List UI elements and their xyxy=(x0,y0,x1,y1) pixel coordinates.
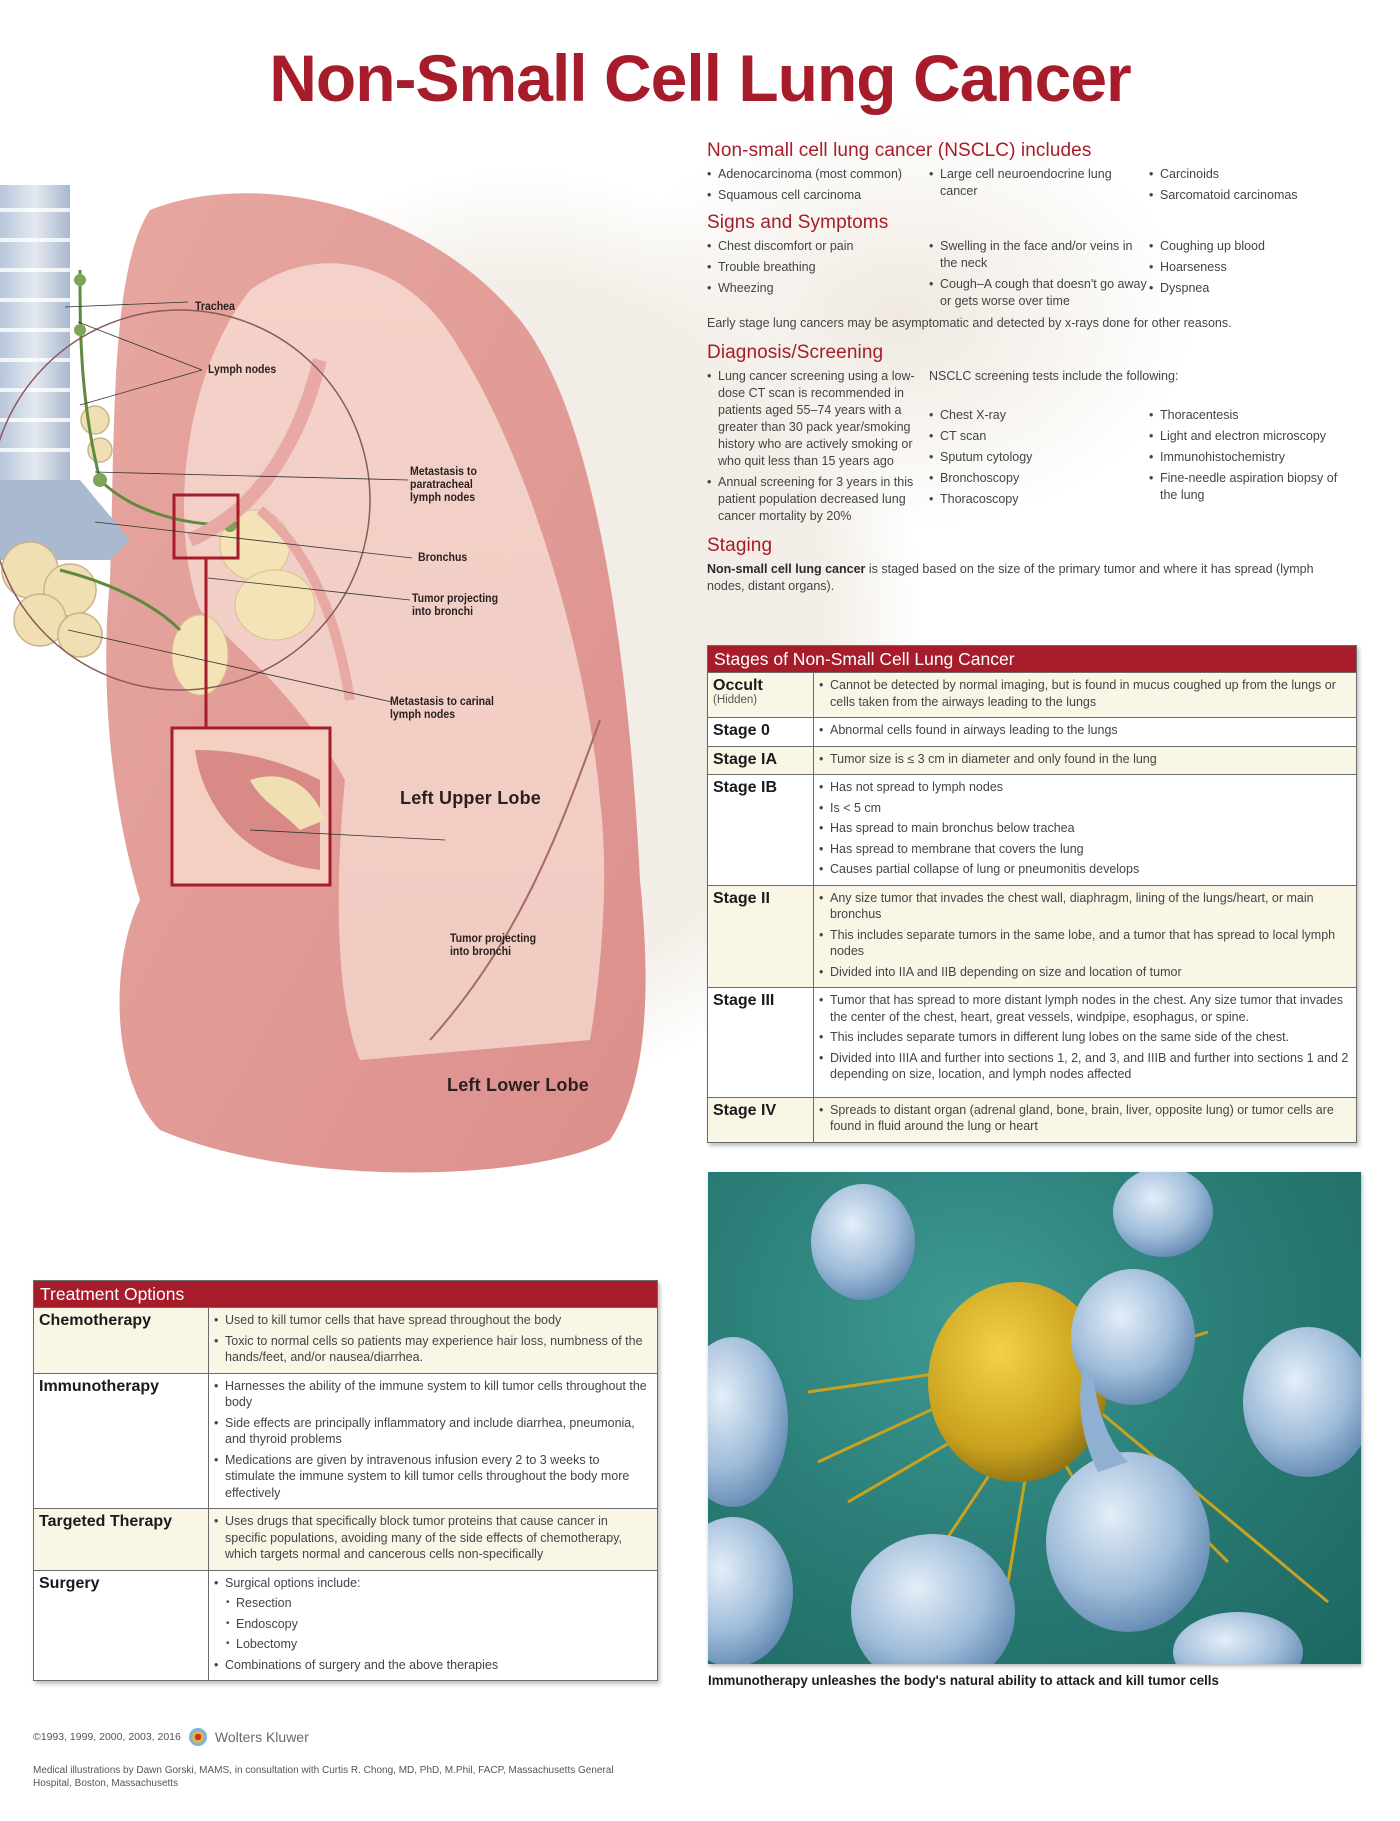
stage-label: Occult(Hidden) xyxy=(708,673,814,717)
table-row: Occult(Hidden) Cannot be detected by nor… xyxy=(708,673,1356,718)
immunotherapy-photo xyxy=(708,1172,1361,1664)
list-item: Chest discomfort or pain xyxy=(707,238,929,255)
table-header: Treatment Options xyxy=(34,1281,657,1308)
table-row: Stage IV Spreads to distant organ (adren… xyxy=(708,1097,1356,1142)
stage-description: Has not spread to lymph nodes Is < 5 cm … xyxy=(814,775,1356,885)
lung-illustration: Trachea Lymph nodes Metastasis to paratr… xyxy=(0,180,680,1220)
nsclc-includes-section: Non-small cell lung cancer (NSCLC) inclu… xyxy=(707,140,1347,208)
label-tumor-projecting-inset: Tumor projecting into bronchi xyxy=(450,931,537,958)
treatment-description: Used to kill tumor cells that have sprea… xyxy=(209,1308,657,1373)
stage-description: Any size tumor that invades the chest wa… xyxy=(814,886,1356,988)
label-trachea: Trachea xyxy=(195,299,235,313)
diagnosis-content: Lung cancer screening using a low-dose C… xyxy=(707,368,1347,529)
list-item: Large cell neuroendocrine lung cancer xyxy=(929,166,1149,200)
wolters-kluwer-logo-icon xyxy=(188,1728,207,1746)
staging-description: Non-small cell lung cancer is staged bas… xyxy=(707,562,1314,593)
list-item: Fine-needle aspiration biopsy of the lun… xyxy=(1149,470,1349,504)
illustration-credits: Medical illustrations by Dawn Gorski, MA… xyxy=(33,1765,614,1789)
stage-description: Cannot be detected by normal imaging, bu… xyxy=(814,673,1356,717)
list-item: Adenocarcinoma (most common) xyxy=(707,166,929,183)
stage-description: Tumor size is ≤ 3 cm in diameter and onl… xyxy=(814,747,1356,775)
list-item: Sarcomatoid carcinomas xyxy=(1149,187,1349,204)
treatment-name: Targeted Therapy xyxy=(34,1509,209,1570)
treatment-description: Harnesses the ability of the immune syst… xyxy=(209,1374,657,1509)
list-item: Sputum cytology xyxy=(929,449,1149,466)
list-item: Squamous cell carcinoma xyxy=(707,187,929,204)
table-row: Stage 0 Abnormal cells found in airways … xyxy=(708,718,1356,747)
list-item: Dyspnea xyxy=(1149,280,1349,297)
list-item: Chest X-ray xyxy=(929,407,1149,424)
list-item: Carcinoids xyxy=(1149,166,1349,183)
list-item: Coughing up blood xyxy=(1149,238,1349,255)
table-row: Stage IB Has not spread to lymph nodes I… xyxy=(708,775,1356,886)
copyright-line: ©1993, 1999, 2000, 2003, 2016 Wolters Kl… xyxy=(33,1728,309,1746)
photo-caption: Immunotherapy unleashes the body's natur… xyxy=(708,1672,1219,1688)
list-item: Hoarseness xyxy=(1149,259,1349,276)
stage-label: Stage IB xyxy=(708,775,814,885)
table-header: Stages of Non-Small Cell Lung Cancer xyxy=(708,646,1356,673)
stage-label: Stage IV xyxy=(708,1097,814,1142)
section-heading: Signs and Symptoms xyxy=(707,212,889,233)
list-item: Lung cancer screening using a low-dose C… xyxy=(707,368,915,470)
screening-tests-intro: NSCLC screening tests include the follow… xyxy=(929,369,1179,383)
lung-anatomy-graphic xyxy=(0,185,646,1173)
stage-label: Stage 0 xyxy=(708,718,814,746)
publisher-name: Wolters Kluwer xyxy=(214,1729,309,1745)
nsclc-types-list: Adenocarcinoma (most common) Squamous ce… xyxy=(707,166,1347,208)
treatment-description: Uses drugs that specifically block tumor… xyxy=(209,1509,657,1570)
stage-label: Stage III xyxy=(708,988,814,1097)
stage-label: Stage IA xyxy=(708,746,814,774)
staging-bold-term: Non-small cell lung cancer xyxy=(707,562,866,576)
list-item: Wheezing xyxy=(707,280,929,297)
table-row: Immunotherapy Harnesses the ability of t… xyxy=(34,1373,657,1509)
table-row: Stage IA Tumor size is ≤ 3 cm in diamete… xyxy=(708,746,1356,775)
table-row: Stage III Tumor that has spread to more … xyxy=(708,988,1356,1098)
immune-cells-graphic xyxy=(708,1172,1361,1664)
list-item: Annual screening for 3 years in this pat… xyxy=(707,474,915,525)
label-left-lower-lobe: Left Lower Lobe xyxy=(447,1075,589,1095)
table-row: Surgery Surgical options include: Resect… xyxy=(34,1570,657,1681)
section-heading: Staging xyxy=(707,535,773,556)
stages-table: Stages of Non-Small Cell Lung Cancer Occ… xyxy=(707,645,1357,1143)
signs-symptoms-section: Signs and Symptoms Chest discomfort or p… xyxy=(707,212,1347,330)
table-row: Stage II Any size tumor that invades the… xyxy=(708,885,1356,988)
info-column: Non-small cell lung cancer (NSCLC) inclu… xyxy=(707,140,1347,595)
section-heading: Non-small cell lung cancer (NSCLC) inclu… xyxy=(707,140,1092,161)
treatment-description: Surgical options include: Resection Endo… xyxy=(209,1571,657,1681)
label-metastasis-carinal: Metastasis to carinal lymph nodes xyxy=(390,694,494,721)
label-bronchus: Bronchus xyxy=(418,550,468,564)
list-item: Swelling in the face and/or veins in the… xyxy=(929,238,1149,272)
staging-section: Staging Non-small cell lung cancer is st… xyxy=(707,535,1347,595)
list-item: CT scan xyxy=(929,428,1149,445)
stage-description: Abnormal cells found in airways leading … xyxy=(814,718,1356,746)
symptoms-note: Early stage lung cancers may be asymptom… xyxy=(707,316,1232,330)
label-tumor-projecting-upper: Tumor projecting into bronchi xyxy=(412,591,499,618)
table-row: Chemotherapy Used to kill tumor cells th… xyxy=(34,1308,657,1374)
copyright-text: ©1993, 1999, 2000, 2003, 2016 xyxy=(33,1731,181,1743)
list-item: Cough–A cough that doesn't go away or ge… xyxy=(929,276,1149,310)
page-title: Non-Small Cell Lung Cancer xyxy=(269,41,1131,115)
list-item: Thoracoscopy xyxy=(929,491,1149,508)
stage-description: Tumor that has spread to more distant ly… xyxy=(814,988,1356,1097)
list-item: Thoracentesis xyxy=(1149,407,1349,424)
label-lymph-nodes: Lymph nodes xyxy=(208,362,277,376)
table-row: Targeted Therapy Uses drugs that specifi… xyxy=(34,1509,657,1571)
diagnosis-section: Diagnosis/Screening Lung cancer screenin… xyxy=(707,342,1347,529)
list-item: Immunohistochemistry xyxy=(1149,449,1349,466)
list-item: Bronchoscopy xyxy=(929,470,1149,487)
treatment-name: Immunotherapy xyxy=(34,1373,209,1508)
symptoms-list: Chest discomfort or pain Trouble breathi… xyxy=(707,238,1347,314)
treatment-name: Surgery xyxy=(34,1570,209,1680)
list-item: Trouble breathing xyxy=(707,259,929,276)
section-heading: Diagnosis/Screening xyxy=(707,342,884,363)
label-left-upper-lobe: Left Upper Lobe xyxy=(400,788,541,808)
treatment-table: Treatment Options Chemotherapy Used to k… xyxy=(33,1280,658,1681)
stage-label: Stage II xyxy=(708,885,814,987)
stage-description: Spreads to distant organ (adrenal gland,… xyxy=(814,1098,1356,1142)
list-item: Light and electron microscopy xyxy=(1149,428,1349,445)
treatment-name: Chemotherapy xyxy=(34,1308,209,1373)
label-metastasis-paratracheal: Metastasis to paratracheal lymph nodes xyxy=(410,464,477,504)
